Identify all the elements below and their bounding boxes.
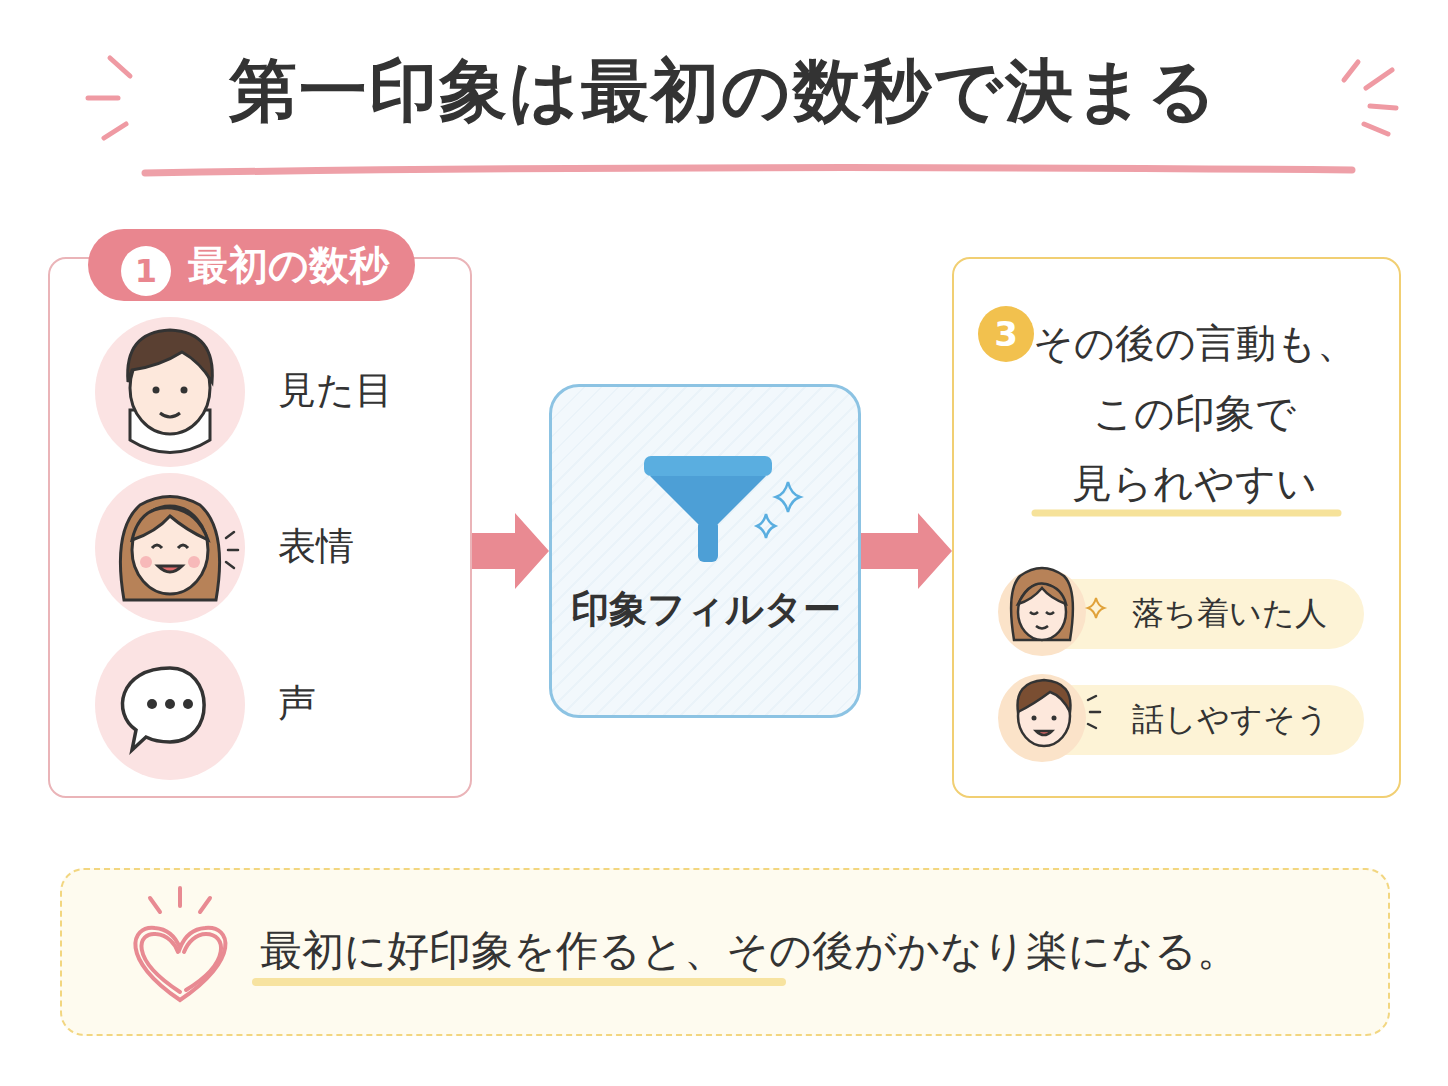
panel-text: その後の言動も、 この印象で 見られやすい [1005,308,1385,518]
title: 第一印象は最初の数秒で決まる [229,50,1219,132]
heart-icon [135,888,225,1000]
trait-pill: 落ち着いた人 [1002,579,1364,649]
calm-face [998,568,1104,656]
item-label: 表情 [278,524,354,570]
box-label: 印象フィルター [571,587,841,633]
trait-label: 落ち着いた人 [1132,594,1327,632]
friendly-face [998,674,1100,762]
title-underline [145,168,1352,173]
summary-text: 最初に好印象を作ると、その後がかなり楽になる。 [260,926,1239,976]
callout-number: 1 [121,246,171,296]
speech-bubble [122,668,204,750]
highlight-underline [1035,510,1338,517]
item-label: 見た目 [278,368,393,414]
group-panel: 最初の数秒見た目表情声 [48,257,472,798]
trait-pill: 話しやすそう [1002,685,1364,755]
block-arrow [861,513,952,589]
callout-number: 3 [978,306,1034,362]
trait-label: 話しやすそう [1132,700,1329,738]
title-sparkle [88,58,1396,138]
highlight-underline [256,978,782,986]
woman-face [120,497,238,601]
icon-circles [95,317,245,780]
item-label: 声 [278,681,316,727]
man-face [128,330,213,453]
funnel-icon [644,456,800,562]
summary-box: 最初に好印象を作ると、その後がかなり楽になる。 [60,868,1390,1036]
process-box: 印象フィルター [549,384,861,718]
block-arrow [472,513,549,589]
